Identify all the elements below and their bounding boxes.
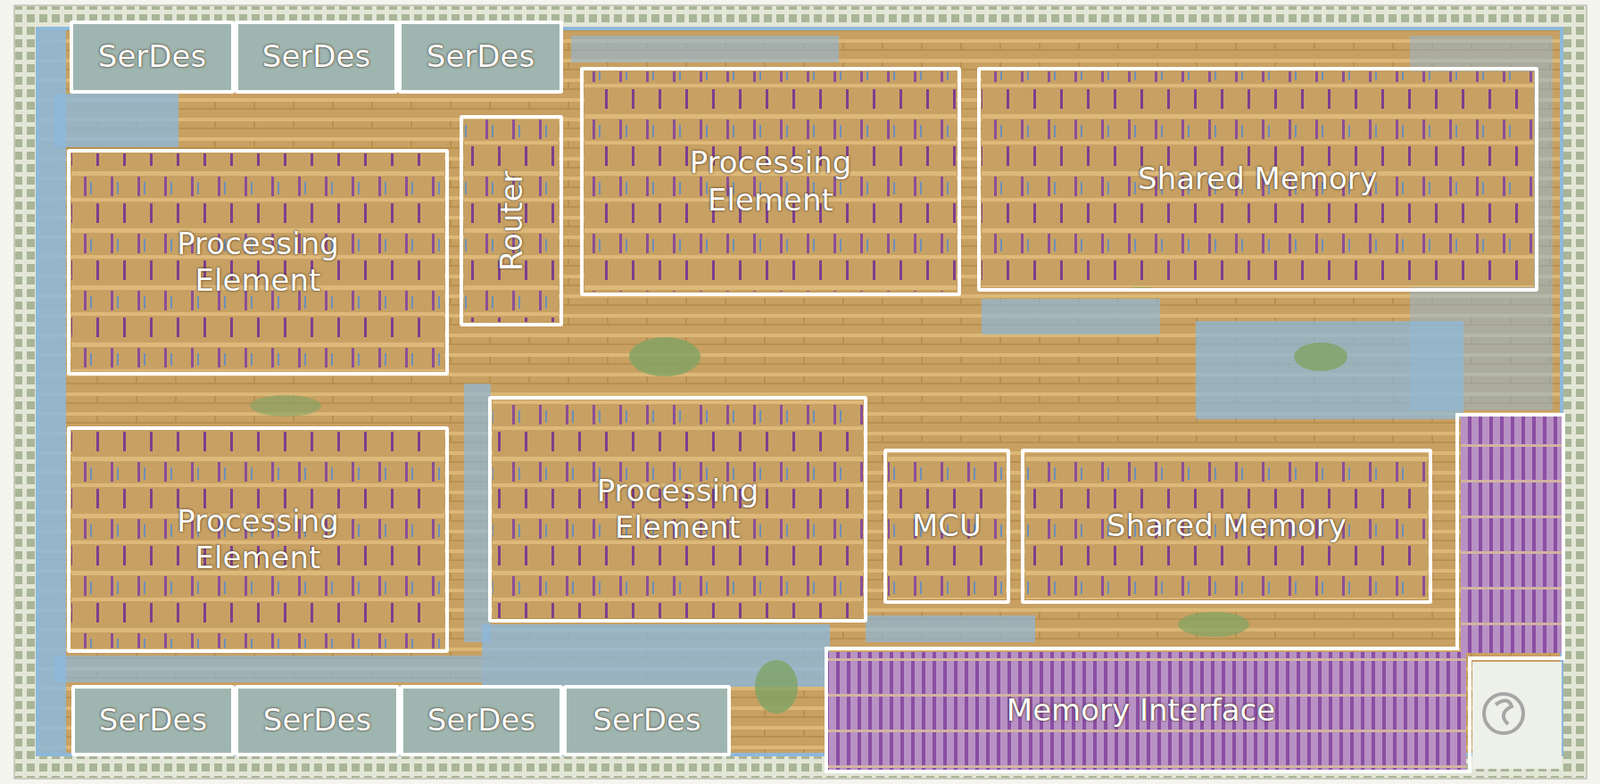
- block-label: Shared Memory: [1137, 160, 1378, 198]
- chip-block: SerDes: [399, 685, 564, 757]
- block-label: SerDes: [426, 38, 535, 75]
- block-label: MCU: [911, 507, 982, 545]
- text-area: Memory Interface: [824, 650, 1458, 772]
- chip-block: Shared Memory: [977, 66, 1539, 292]
- block-label: SerDes: [263, 702, 372, 739]
- chip-block: Router: [459, 115, 564, 327]
- chip-block: Processing Element: [488, 396, 868, 623]
- chip-block: SerDes: [71, 685, 235, 757]
- block-label: Processing Element: [176, 503, 340, 578]
- chip-block: SerDes: [234, 20, 398, 94]
- block-label: SerDes: [592, 702, 701, 739]
- block-label: SerDes: [99, 702, 208, 739]
- chip-block: MCU: [883, 448, 1011, 605]
- chip-block: SerDes: [397, 20, 564, 94]
- chip-block: SerDes: [69, 20, 235, 94]
- block-label: SerDes: [98, 38, 207, 75]
- chip-block: Memory Interface: [824, 413, 1566, 774]
- block-label: Router: [492, 170, 530, 272]
- block-label: SerDes: [262, 38, 371, 75]
- block-label: Shared Memory: [1106, 507, 1347, 545]
- chip-block: Shared Memory: [1020, 448, 1433, 605]
- chip-block: Processing Element: [66, 426, 449, 654]
- block-label: Processing Element: [596, 472, 760, 548]
- block-label: Memory Interface: [1006, 692, 1276, 730]
- chip-block: SerDes: [234, 685, 400, 757]
- block-label: Processing Element: [176, 225, 340, 300]
- chip-block: SerDes: [563, 685, 731, 757]
- chip-block: Processing Element: [580, 66, 962, 297]
- block-label: Processing Element: [689, 144, 853, 219]
- block-label: SerDes: [427, 702, 536, 739]
- chip-block: Processing Element: [66, 149, 449, 376]
